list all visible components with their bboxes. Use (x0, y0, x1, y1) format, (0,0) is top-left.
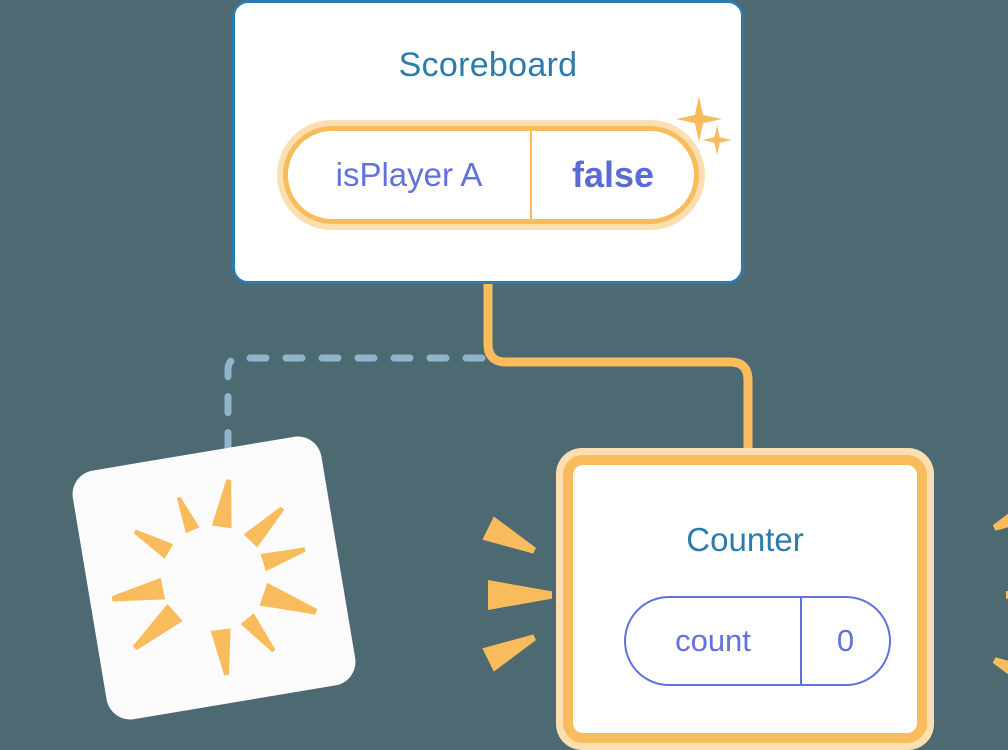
counter-burst-rays-right (932, 500, 1008, 690)
scoreboard-property-name: isPlayer A (335, 156, 483, 193)
page-title-counter: Counter (686, 521, 804, 558)
counter-burst-ray (482, 516, 540, 562)
scoreboard-property-pill[interactable]: isPlayer A false (277, 120, 705, 230)
counter-card-inner: Counter count 0 (563, 455, 927, 743)
scoreboard-card[interactable]: Scoreboard isPlayer A false (232, 0, 744, 284)
scoreboard-property-pill-inner: isPlayer A false (283, 126, 699, 224)
burst-ray (261, 541, 308, 571)
counter-property-value: 0 (836, 623, 855, 658)
counter-property-pill[interactable]: count 0 (624, 596, 891, 686)
counter-burst-ray (482, 626, 540, 672)
scoreboard-property-value: false (571, 154, 655, 195)
counter-burst-rays-left (470, 500, 560, 690)
burst-card[interactable] (68, 432, 360, 724)
burst-ray (241, 613, 281, 656)
burst-ray (212, 478, 239, 528)
connector-solid-scoreboard-to-counter (483, 277, 753, 457)
burst-ray (259, 583, 320, 624)
counter-property-value-cell: 0 (802, 598, 889, 684)
scoreboard-property-value-cell: false (532, 131, 694, 219)
burst-ray (130, 524, 173, 559)
counter-card[interactable]: Counter count 0 (556, 448, 934, 750)
counter-burst-ray (988, 494, 1008, 540)
burst-ray (110, 578, 165, 610)
burst-ray (172, 494, 200, 533)
counter-burst-ray (988, 648, 1008, 694)
burst-ray (244, 501, 290, 547)
burst-ray (211, 628, 237, 676)
scoreboard-property-name-cell: isPlayer A (288, 131, 532, 219)
counter-burst-ray (488, 580, 552, 610)
counter-property-name-cell: count (626, 598, 802, 684)
counter-property-name: count (675, 623, 751, 658)
page-title-scoreboard: Scoreboard (398, 46, 578, 84)
burst-ray (127, 604, 183, 657)
